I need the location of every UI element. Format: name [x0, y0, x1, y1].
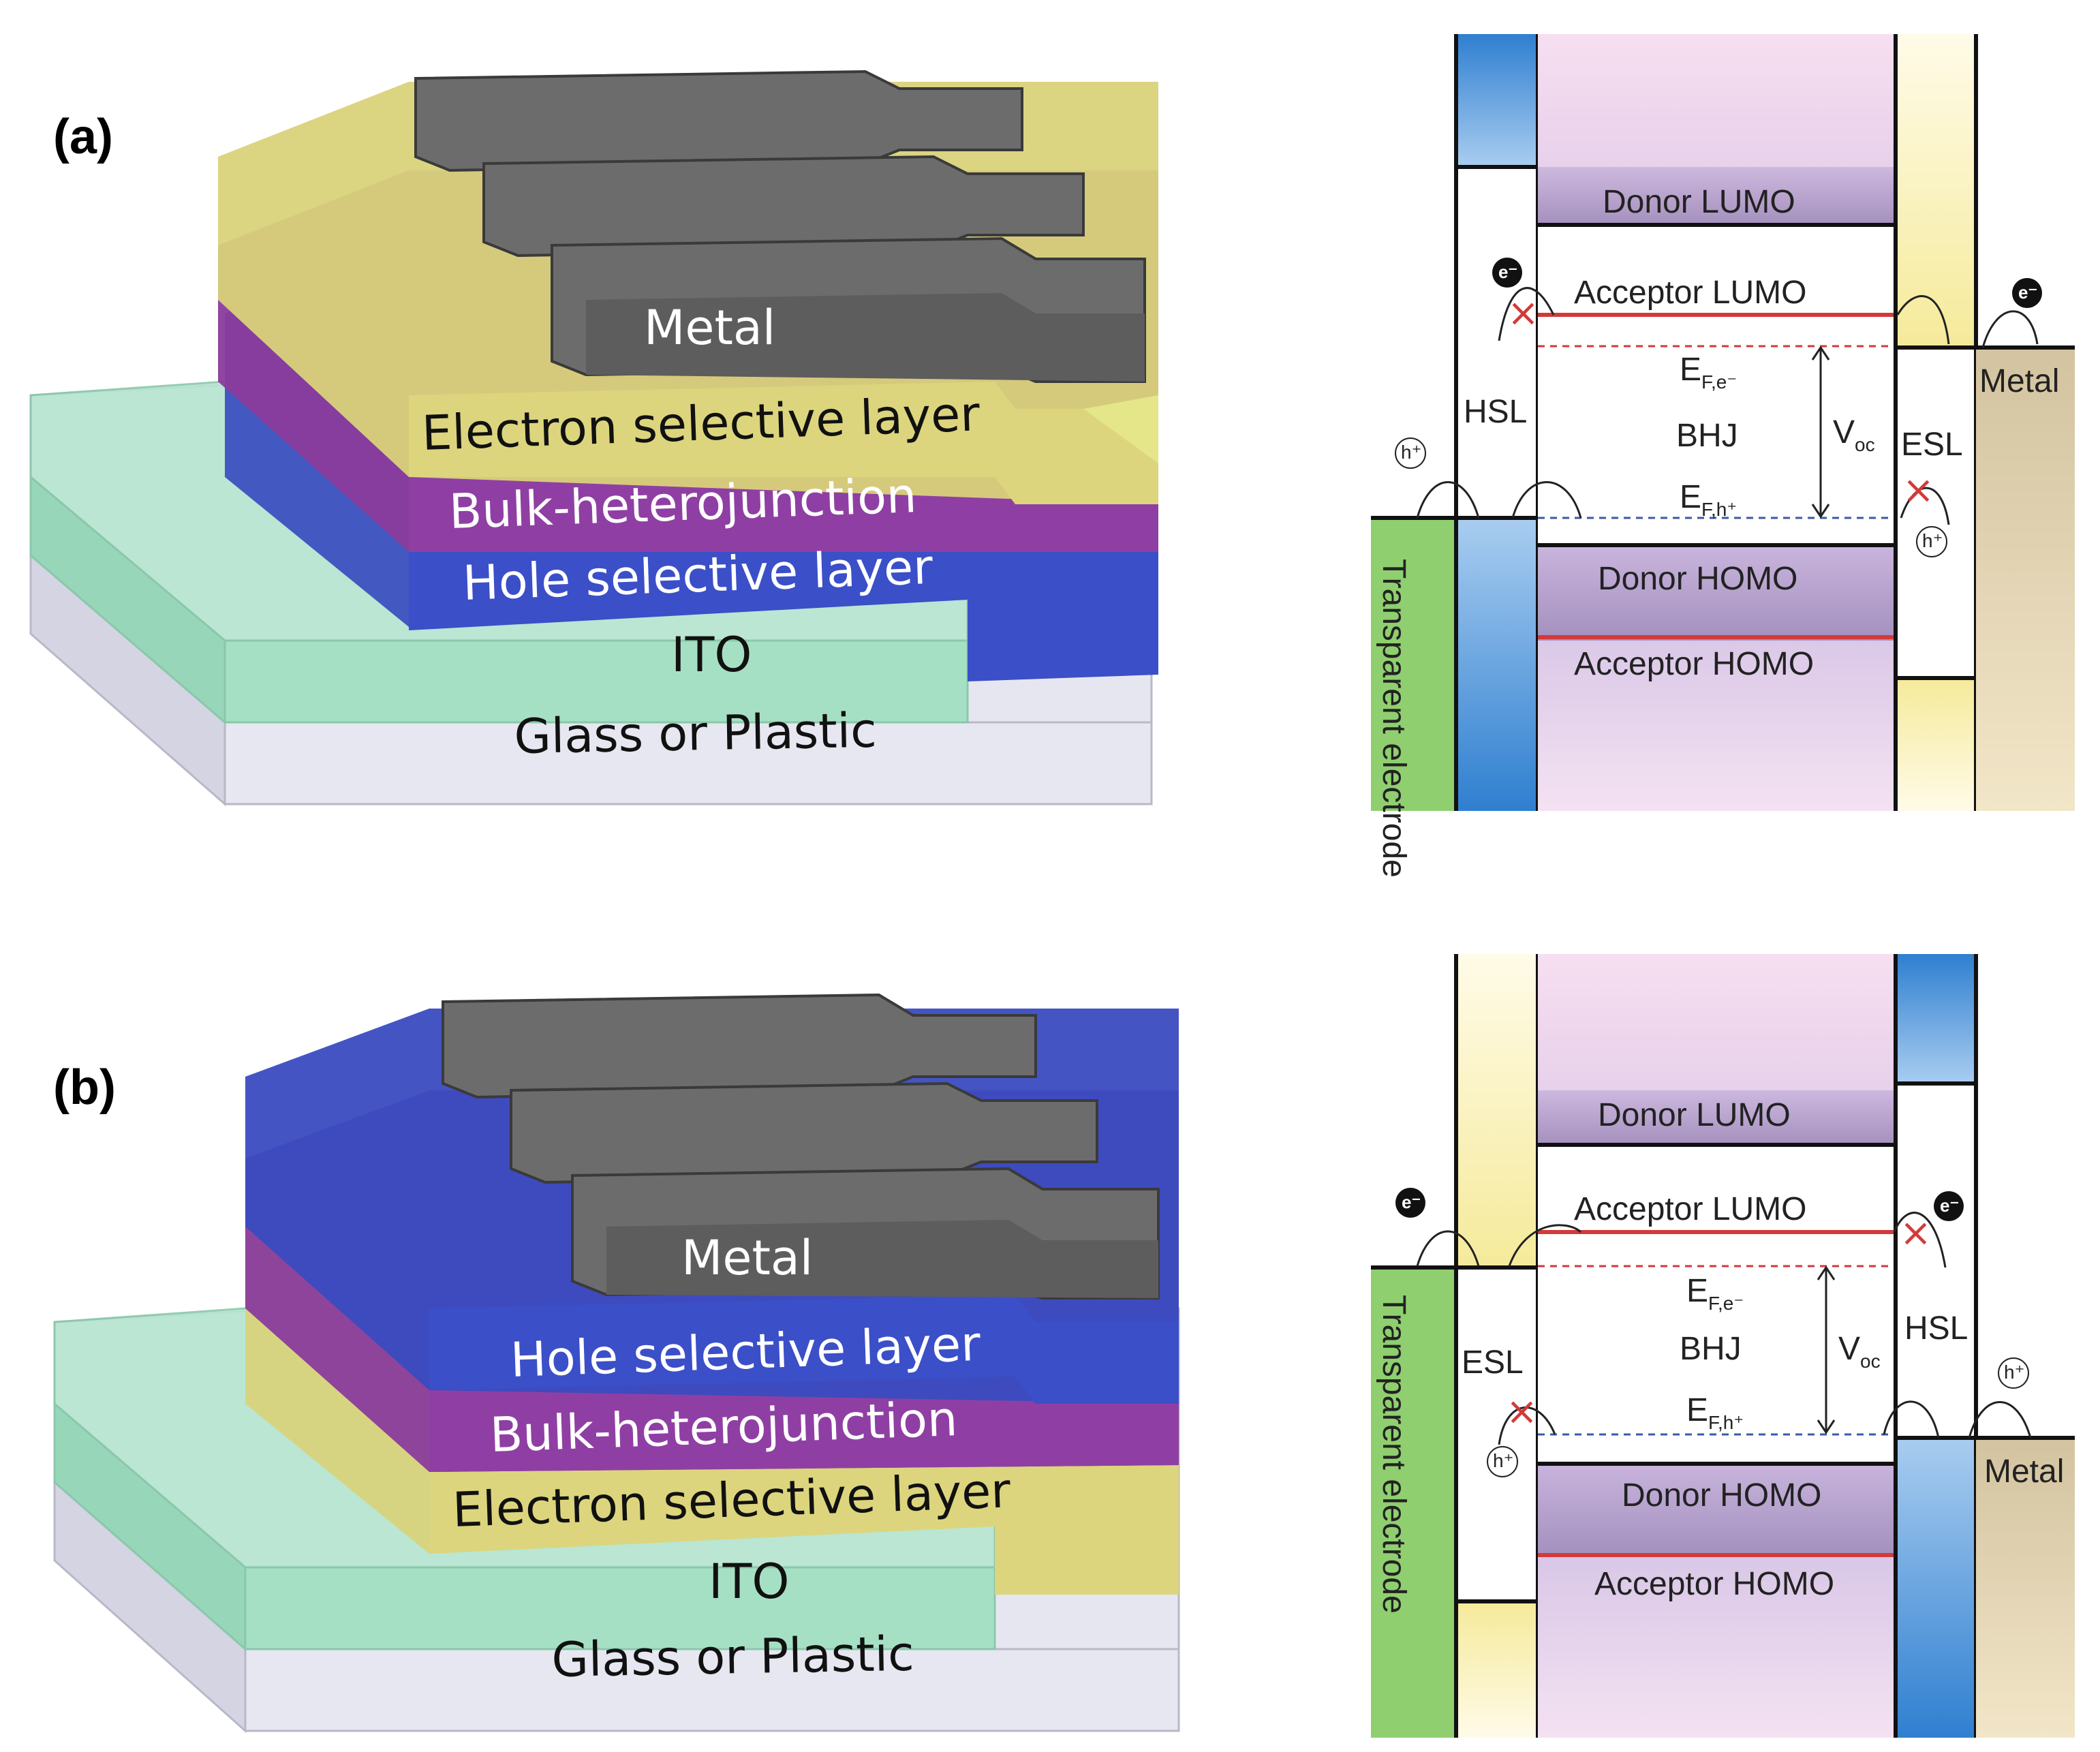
device-stack-a: Metal Electron selective layer Bulk-hete…: [29, 70, 1158, 807]
panel-a: (a): [29, 70, 1158, 807]
svg-text:e⁻: e⁻: [2018, 282, 2037, 303]
substrate-label-a: Glass or Plastic: [514, 703, 877, 765]
metal-fingers-a: [414, 70, 1146, 383]
electron-marker-right-b: [1934, 1191, 1964, 1221]
esl-column-top-b: [1456, 954, 1538, 1267]
device-stack-b: Metal Hole selective layer Bulk-heteroju…: [53, 993, 1180, 1734]
esl-column-top-a: [1896, 34, 1976, 348]
svg-text:e⁻: e⁻: [1402, 1192, 1421, 1212]
blocked-electron-icon-b: ×: [1900, 1211, 1932, 1255]
blocked-hole-icon-b: ×: [1506, 1389, 1538, 1434]
efe-label-a: EF,e⁻: [1680, 352, 1737, 393]
hole-marker-b: [1487, 1446, 1518, 1477]
esl-label-b: ESL: [1462, 1344, 1524, 1381]
panel-label-a: (a): [53, 110, 113, 164]
metal-label-a: Metal: [644, 300, 775, 356]
bhj-label-b: BHJ: [1680, 1331, 1742, 1367]
ito-label-a: ITO: [671, 627, 752, 683]
metal-label-b: Metal: [681, 1230, 813, 1286]
bhj-label-a: BHJ: [1676, 418, 1738, 454]
efh-label-a: EF,h⁺: [1680, 479, 1737, 520]
hole-marker-right-b: [1998, 1357, 2029, 1389]
electron-marker-right-a: [2012, 278, 2042, 308]
acceptor-homo-label-b: Acceptor HOMO: [1594, 1566, 1834, 1602]
voc-label-a: Voc: [1833, 414, 1875, 455]
hsl-label-b: HSL: [1904, 1310, 1968, 1347]
energy-diagram-a: Transparent electrode HSL ESL Metal Dono…: [1371, 34, 2075, 878]
acceptor-lumo-label-b: Acceptor LUMO: [1574, 1191, 1806, 1227]
hsl-column-bottom-b: [1896, 1438, 1976, 1738]
blocked-electron-icon-a: ×: [1507, 291, 1539, 335]
donor-homo-label-b: Donor HOMO: [1622, 1477, 1821, 1513]
acceptor-homo-label-a: Acceptor HOMO: [1574, 646, 1814, 682]
substrate-label-b: Glass or Plastic: [551, 1626, 914, 1688]
efh-label-b: EF,h⁺: [1686, 1392, 1744, 1433]
blocked-hole-icon-a: ×: [1902, 468, 1934, 512]
electron-marker-b: [1395, 1188, 1425, 1218]
svg-text:h⁺: h⁺: [2004, 1362, 2024, 1383]
efe-label-b: EF,e⁻: [1686, 1273, 1744, 1314]
transparent-electrode-a: [1371, 518, 1456, 811]
panel-label-b: (b): [53, 1060, 116, 1115]
transparent-electrode-label-a: Transparent electrode: [1376, 559, 1412, 878]
hsl-column-top-b: [1896, 954, 1976, 1084]
esl-label-a: ESL: [1901, 427, 1963, 463]
svg-text:e⁻: e⁻: [1940, 1195, 1959, 1216]
esl-column-bottom-b: [1456, 1601, 1538, 1738]
metal-electrode-label-a: Metal: [1979, 363, 2059, 399]
svg-text:h⁺: h⁺: [1401, 442, 1421, 463]
hole-marker-a: [1395, 437, 1426, 469]
hole-marker-right-a: [1916, 526, 1947, 557]
donor-homo-label-a: Donor HOMO: [1598, 561, 1797, 597]
svg-text:h⁺: h⁺: [1922, 530, 1943, 551]
svg-text:h⁺: h⁺: [1493, 1450, 1513, 1471]
metal-electrode-a: [1976, 348, 2075, 811]
metal-electrode-b: [1976, 1438, 2075, 1738]
donor-lumo-label-a: Donor LUMO: [1603, 184, 1795, 220]
hsl-column-top-a: [1456, 34, 1538, 167]
acceptor-lumo-label-a: Acceptor LUMO: [1574, 275, 1806, 311]
hsl-column-bottom-a: [1456, 518, 1538, 811]
esl-column-bottom-a: [1896, 678, 1976, 811]
donor-lumo-label-b: Donor LUMO: [1598, 1097, 1791, 1133]
ito-label-b: ITO: [709, 1554, 790, 1610]
transparent-electrode-label-b: Transparent electrode: [1376, 1295, 1412, 1614]
transparent-electrode-b: [1371, 1267, 1456, 1738]
electron-marker-a: [1492, 258, 1522, 288]
metal-fingers-b: [442, 993, 1160, 1300]
voc-label-b: Voc: [1838, 1331, 1881, 1372]
metal-electrode-label-b: Metal: [1984, 1454, 2064, 1490]
panel-b: (b): [53, 993, 1180, 1734]
energy-diagram-b: Transparent electrode ESL HSL Metal Dono…: [1371, 954, 2075, 1738]
hsl-label-a: HSL: [1464, 394, 1527, 430]
svg-text:e⁻: e⁻: [1498, 262, 1517, 282]
